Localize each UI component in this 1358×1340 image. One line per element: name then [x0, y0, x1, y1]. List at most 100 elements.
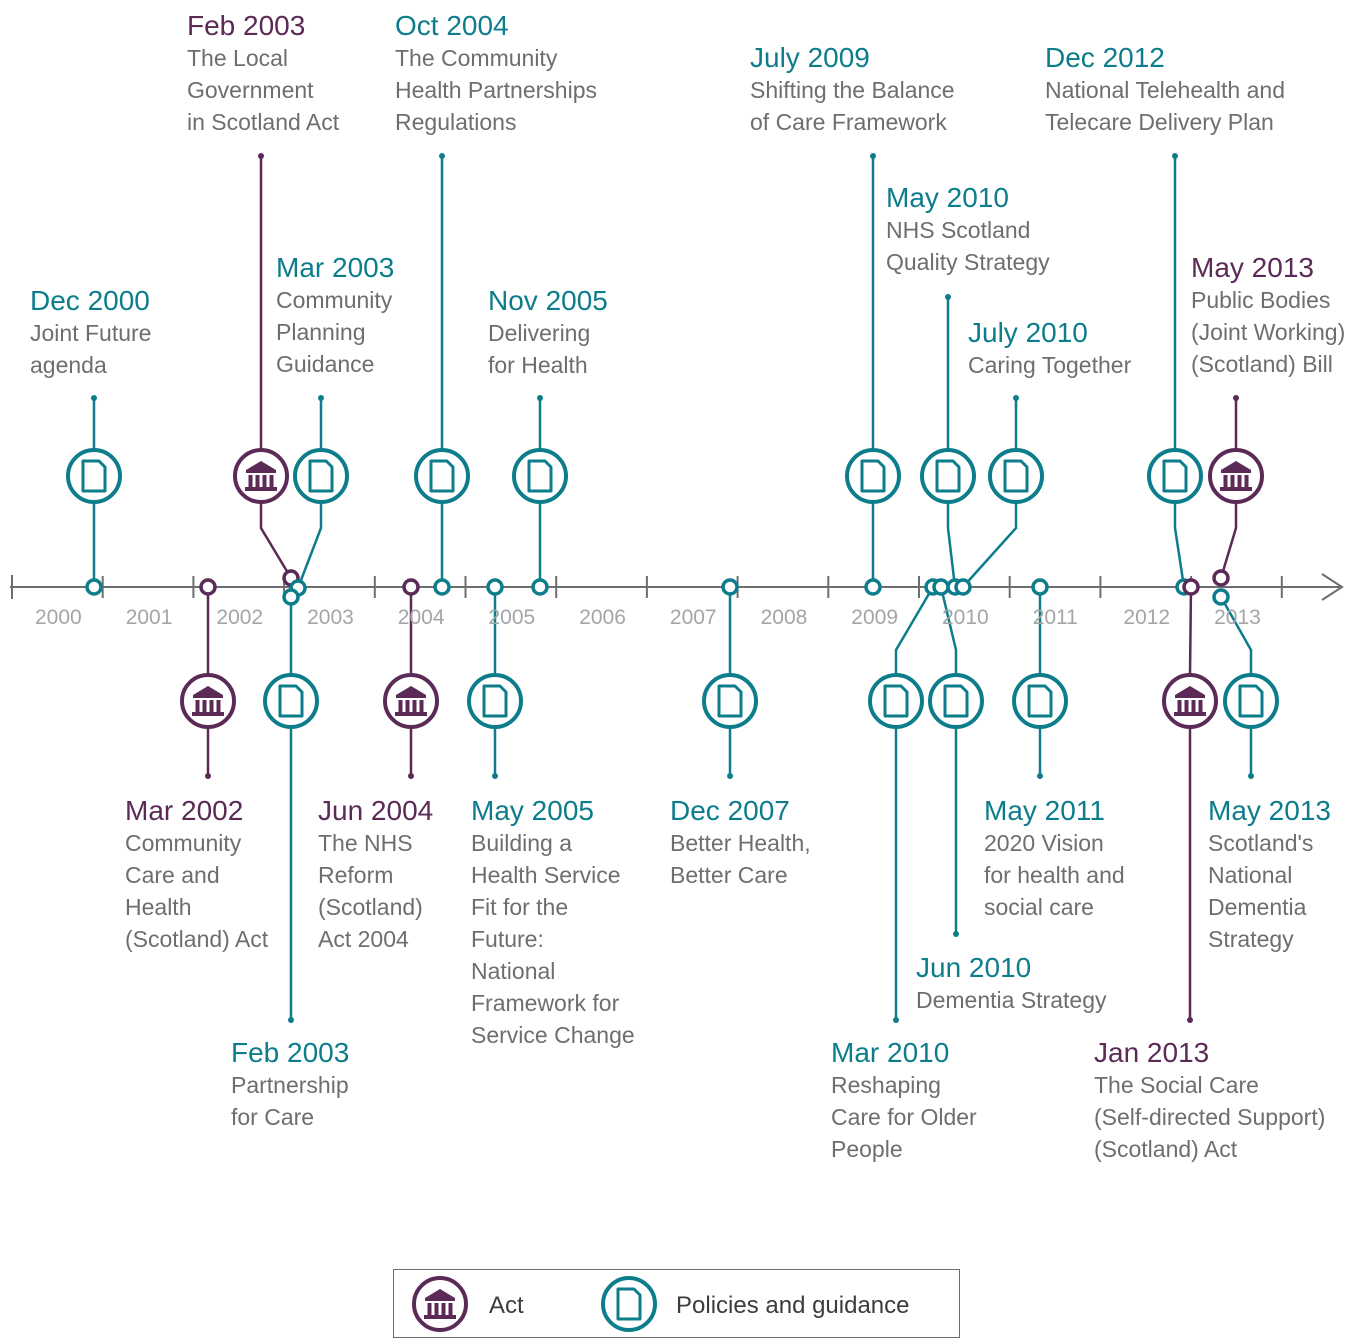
legend-act-icon [412, 1276, 468, 1332]
leader-dot [945, 294, 951, 300]
year-label: 2000 [35, 606, 82, 629]
icon-ring [383, 673, 439, 729]
event-title: 2020 Vision for health and social care [984, 830, 1125, 920]
event-may2005 [467, 578, 523, 779]
column [412, 700, 417, 712]
event-title: The Community Health Partnerships Regula… [395, 45, 597, 135]
column [1237, 475, 1242, 487]
event-title: The NHS Reform (Scotland) Act 2004 [318, 830, 423, 952]
document-icon [263, 673, 319, 729]
event-title: Building a Health Service Fit for the Fu… [471, 830, 635, 1048]
year-label: 2011 [1032, 606, 1078, 629]
pediment [1221, 461, 1251, 470]
event-title: Shifting the Balance of Care Framework [750, 77, 955, 135]
document-shape [883, 684, 909, 718]
parliament-building-icon [383, 673, 439, 729]
connector-line [1188, 586, 1193, 676]
axis-marker [1212, 588, 1230, 606]
column [1230, 475, 1235, 487]
event-date: May 2011 [984, 795, 1105, 826]
event-title: Delivering for Health [488, 320, 591, 378]
column [1184, 700, 1189, 712]
document-icon [414, 448, 470, 504]
column [1198, 700, 1203, 712]
parliament-building-icon [233, 448, 289, 504]
event-dec2012 [1147, 153, 1203, 596]
connector-line [962, 502, 1018, 588]
column [1177, 700, 1182, 712]
event-title: National Telehealth and Telecare Deliver… [1045, 77, 1285, 135]
leader-dot [1187, 1017, 1193, 1023]
event-dec2000 [66, 395, 122, 596]
entablature [1221, 470, 1251, 473]
icon-ring [928, 673, 984, 729]
year-label: 2012 [1123, 606, 1171, 629]
column [1191, 700, 1196, 712]
event-title: Partnership for Care [231, 1072, 349, 1130]
leader-dot [408, 773, 414, 779]
leader-dot [727, 773, 733, 779]
event-title: Community Care and Health (Scotland) Act [125, 830, 269, 952]
legend-act-label: Act [489, 1292, 524, 1319]
document-shape [278, 684, 304, 718]
leader-dot [258, 153, 264, 159]
event-title: Joint Future agenda [30, 320, 152, 378]
axis-marker [433, 578, 451, 596]
axis-marker [954, 578, 972, 596]
column [434, 1303, 439, 1315]
event-date: Feb 2003 [231, 1037, 350, 1068]
event-date: July 2010 [968, 317, 1088, 348]
column [1223, 475, 1228, 487]
document-icon [988, 448, 1044, 504]
event-may2010 [920, 294, 976, 596]
legend-box [393, 1269, 960, 1338]
pediment [396, 686, 426, 695]
connector-line [946, 502, 957, 588]
axis-marker [486, 578, 504, 596]
base [395, 712, 427, 716]
column [398, 700, 403, 712]
icon-ring [512, 448, 568, 504]
document-shape [1027, 684, 1053, 718]
leader-dot [205, 773, 211, 779]
column [1244, 475, 1249, 487]
event-nov2005 [512, 395, 568, 596]
document-shape [860, 459, 886, 493]
leader-dot [288, 1017, 294, 1023]
column [269, 475, 274, 487]
leader-dot [439, 153, 445, 159]
event-dec2007 [702, 578, 758, 779]
year-label: 2005 [488, 606, 536, 629]
icon-ring [414, 448, 470, 504]
axis-marker [1182, 578, 1200, 596]
year-label: 2009 [851, 606, 899, 629]
leader-dot [537, 395, 543, 401]
event-label-may2011: May 2011 2020 Vision for health and socia… [984, 795, 1125, 923]
icon-ring [702, 673, 758, 729]
event-may2013-act [1208, 395, 1264, 587]
document-icon [868, 673, 924, 729]
document-icon [928, 673, 984, 729]
column [448, 1303, 453, 1315]
entablature [1175, 695, 1205, 698]
legend-policy-icon [601, 1276, 657, 1332]
document-shape [616, 1287, 642, 1321]
leader-dot [893, 1017, 899, 1023]
event-date: Mar 2010 [831, 1037, 950, 1068]
base [424, 1315, 456, 1319]
event-date: Jun 2004 [318, 795, 434, 826]
column [202, 700, 207, 712]
leader-dot [953, 931, 959, 937]
column [419, 700, 424, 712]
icon-ring [467, 673, 523, 729]
icon-ring [1208, 448, 1264, 504]
event-jul2010 [954, 395, 1044, 596]
document-icon [920, 448, 976, 504]
icon-ring [920, 448, 976, 504]
